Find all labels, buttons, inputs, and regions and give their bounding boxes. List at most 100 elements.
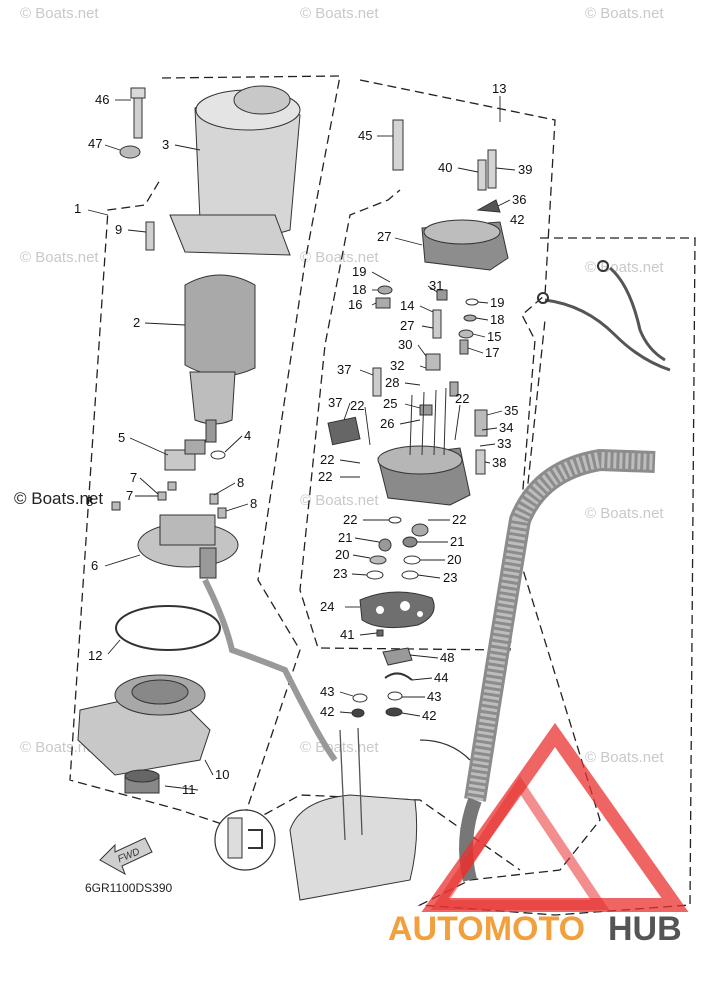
callout-26: 27: [400, 318, 414, 333]
washer-48: [119, 145, 141, 159]
manifold-body: [377, 387, 471, 506]
callout-22: 22: [350, 398, 364, 413]
callout-7b: 7: [126, 488, 133, 503]
callout-22d: 22: [318, 469, 332, 484]
bushing-11: [124, 769, 160, 794]
callout-39: 40: [438, 160, 452, 175]
gasket-35: [359, 591, 435, 629]
washer-4: [210, 450, 226, 460]
callout-29: 31: [429, 278, 443, 293]
callout-18b: 18: [490, 312, 504, 327]
callout-19: 19: [352, 264, 366, 279]
callout-30: 32: [390, 358, 404, 373]
ring-42: [351, 708, 365, 718]
valve-cover-27: [421, 219, 509, 271]
callout-20: 20: [335, 547, 349, 562]
callout-28: 30: [398, 337, 412, 352]
callout-3: 3: [162, 137, 169, 152]
o-ring-12: [115, 605, 221, 651]
callout-4: 4: [244, 428, 251, 443]
callout-31: 33: [497, 436, 511, 451]
callout-14: 14: [400, 298, 414, 313]
filter-36: [327, 416, 361, 446]
callout-8b: 8: [237, 475, 244, 490]
callout-22e: 22: [343, 512, 357, 527]
motor-cable: [202, 578, 338, 762]
callout-32: 34: [499, 420, 513, 435]
callout-9: 9: [115, 222, 122, 237]
callout-21: 21: [338, 530, 352, 545]
watermark-large: © Boats.net: [14, 489, 103, 508]
o-ring-43b: [387, 691, 403, 701]
watermark: © Boats.net: [20, 249, 99, 266]
motor-housing-3: [169, 85, 301, 256]
callout-46: 45: [358, 128, 372, 143]
part-40: [376, 629, 384, 637]
watermark: © Boats.net: [20, 739, 99, 756]
brush-holder-5: [164, 439, 206, 471]
callout-44: 48: [440, 650, 454, 665]
wiring-harness: [419, 260, 671, 882]
part-44: [382, 647, 413, 666]
callout-7: 7: [130, 470, 137, 485]
watermark: © Boats.net: [300, 739, 379, 756]
detail-inset-circle: [214, 809, 276, 871]
brush-plate-6: [137, 514, 239, 579]
callout-40: 41: [340, 627, 354, 642]
callout-24: 25: [383, 396, 397, 411]
watermark: © Boats.net: [585, 505, 664, 522]
bolt-46: [392, 119, 404, 171]
callout-25: 26: [380, 416, 394, 431]
callout-27b: 28: [385, 375, 399, 390]
callout-37b: 38: [492, 455, 506, 470]
callout-43b: 43: [427, 689, 441, 704]
part-34: [476, 199, 501, 213]
callout-22f: 22: [452, 512, 466, 527]
armature-2: [184, 274, 256, 443]
watermark: © Boats.net: [300, 5, 379, 22]
callout-33: 35: [504, 403, 518, 418]
callout-37: 37: [337, 362, 351, 377]
callout-20b: 20: [447, 552, 461, 567]
spring-clip-45: [384, 672, 413, 681]
callout-42: 42: [320, 704, 334, 719]
fwd-arrow-icon: FWD: [99, 837, 153, 876]
automotohub-logo: AUTOMOTO HUB: [388, 722, 689, 948]
diagram-code: 6GR1100DS390: [85, 881, 172, 895]
callout-21b: 21: [450, 534, 464, 549]
bolt-9: [145, 221, 155, 251]
watermark: © Boats.net: [585, 5, 664, 22]
callout-38: 39: [518, 162, 532, 177]
callout-22b: 22: [455, 391, 469, 406]
callout-5: 5: [118, 430, 125, 445]
leader-lines: [87, 96, 516, 791]
tilt-base: [289, 727, 418, 901]
callout-6: 6: [91, 558, 98, 573]
callout-47: 46: [95, 92, 109, 107]
watermark: © Boats.net: [585, 259, 664, 276]
watermark: © Boats.net: [300, 249, 379, 266]
valve-lower-parts: [366, 516, 429, 580]
callout-10: 10: [215, 767, 229, 782]
bolt-39: [477, 159, 487, 191]
bolt-38: [487, 149, 497, 189]
ring-42b: [385, 707, 403, 717]
valve-small-parts: [372, 285, 488, 475]
callout-42b: 42: [422, 708, 436, 723]
callout-11: 11: [182, 782, 196, 797]
callout-1: 1: [74, 201, 81, 216]
callout-8: 8: [86, 494, 93, 509]
callout-16: 17: [485, 345, 499, 360]
o-ring-43: [352, 693, 368, 703]
end-cover-10: [77, 674, 211, 776]
callout-19b: 19: [490, 295, 504, 310]
callout-12: 12: [88, 648, 102, 663]
callout-2: 2: [133, 315, 140, 330]
watermark: © Boats.net: [20, 5, 99, 22]
callout-43: 43: [320, 684, 334, 699]
screws-7-8: [111, 481, 227, 519]
brand-name-part1: AUTOMOTO: [388, 910, 585, 948]
callout-45: 44: [434, 670, 448, 685]
